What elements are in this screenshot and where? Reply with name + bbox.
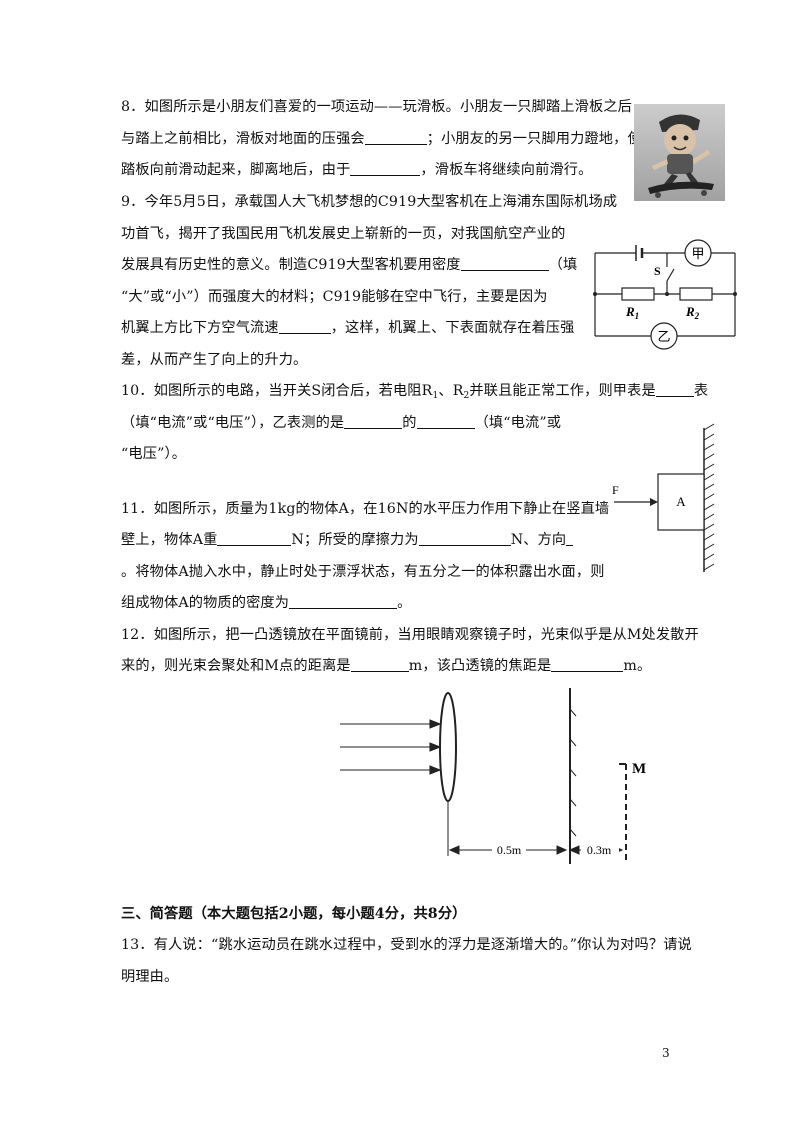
q11-blank-4[interactable] (289, 594, 398, 609)
r2-label: R (685, 304, 695, 319)
q12-text: 来的，则光束会聚处和M点的距离是 (121, 658, 351, 674)
q11-line2: 壁上，物体A重 N；所受的摩擦力为 N、方向 (121, 530, 574, 550)
q8-text: ，滑板车将继续向前滑行。 (420, 162, 593, 178)
section-3-heading: 三、简答题（本大题包括2小题，每小题4分，共8分） (121, 906, 467, 922)
point-m-label: M (632, 761, 646, 777)
q10-blank-2[interactable] (344, 414, 403, 429)
distance-label-2: 0.3m (587, 843, 612, 857)
block-on-wall-diagram: F A (612, 423, 715, 572)
q11-blank-3[interactable] (566, 531, 574, 546)
q9-line3: 发展具有历史性的意义。制造C919大型客机要用密度 （填 (121, 255, 577, 275)
meter-yi-label: 乙 (657, 329, 670, 344)
switch-label: S (654, 264, 661, 278)
convex-lens (439, 692, 457, 802)
q11-text: 组成物体A的物质的密度为 (121, 595, 290, 611)
q11-blank-2[interactable] (418, 531, 511, 546)
q12-text: m。 (623, 658, 652, 674)
q10-text: 、R (438, 383, 464, 399)
q13-line2: 明理由。 (121, 969, 179, 985)
q13-line1: 13．有人说：“跳水运动员在跳水过程中，受到水的浮力是逐渐增大的。”你认为对吗？… (121, 937, 692, 953)
meter-yi-icon (650, 322, 678, 350)
force-label: F (612, 483, 619, 497)
q9-blank-2[interactable] (278, 319, 331, 334)
q12-line2: 来的，则光束会聚处和M点的距离是 m，该凸透镜的焦距是 m。 (121, 656, 651, 676)
q10-text: （填“电流”或 (474, 415, 562, 431)
q11-text: N、方向 (510, 532, 567, 548)
q10-line2: （填“电流”或“电压”），乙表测的是 的 （填“电流”或 (121, 413, 561, 433)
r1-label: R (625, 304, 635, 319)
q10-sub: 2 (463, 391, 470, 401)
q12-text: m，该凸透镜的焦距是 (408, 658, 552, 674)
q10-text: 并联且能正常工作，则甲表是 (469, 383, 656, 399)
q8-blank-2[interactable] (350, 161, 421, 176)
q9-text: ，这样，机翼上、下表面就存在着压强 (330, 320, 575, 336)
r1-sub: 1 (635, 311, 640, 321)
q10-text: 10．如图所示的电路，当开关S闭合后，若电阻R (121, 383, 433, 399)
q9-line5: 机翼上方比下方空气流速 ，这样，机翼上、下表面就存在着压强 (121, 318, 574, 338)
q8-text: 踏板向前滑动起来，脚离地后，由于 (121, 162, 351, 178)
q11-line3: 。将物体A抛入水中，静止时处于漂浮状态，有五分之一的体积露出水面，则 (121, 564, 605, 580)
q11-text: N；所受的摩擦力为 (291, 532, 419, 548)
q8-line1: 8．如图所示是小朋友们喜爱的一项运动——玩滑板。小朋友一只脚踏上滑板之后 (121, 99, 632, 115)
object-a-block (657, 473, 705, 531)
q11-text: 。 (397, 595, 412, 611)
skateboarding-kid-icon (634, 104, 725, 201)
page-number: 3 (662, 1046, 670, 1060)
q10-line1: 10．如图所示的电路，当开关S闭合后，若电阻R1、R2并联且能正常工作，则甲表是… (121, 381, 708, 406)
svg-text:R2: R2 (685, 304, 700, 321)
q9-line2: 功首飞，揭开了我国民用飞机发展史上崭新的一页，对我国航空产业的 (121, 226, 566, 242)
q11-blank-1[interactable] (217, 531, 292, 546)
q10-text: （填“电流”或“电压”），乙表测的是 (121, 415, 345, 431)
q9-text: （填 (548, 257, 578, 273)
q11-text: 壁上，物体A重 (121, 532, 218, 548)
q10-blank-1[interactable] (655, 382, 694, 397)
q8-text: ；小朋友的另一只脚用力蹬地，使 (426, 131, 642, 147)
q10-text: 的 (402, 415, 417, 431)
q8-line2: 与踏上之前相比，滑板对地面的压强会 ；小朋友的另一只脚用力蹬地，使 (121, 129, 642, 149)
circuit-diagram: 甲 乙 S R1 R2 (593, 239, 737, 350)
q9-line6: 差，从而产生了向上的升力。 (121, 352, 308, 368)
q8-blank-1[interactable] (364, 130, 427, 145)
r2-sub: 2 (694, 311, 700, 321)
q12-blank-2[interactable] (551, 657, 624, 672)
q9-text: 机翼上方比下方空气流速 (121, 320, 279, 336)
lens-mirror-diagram: M 0.5m 0.3m (340, 688, 646, 864)
svg-text:R1: R1 (625, 304, 639, 321)
q9-text: 发展具有历史性的意义。制造C919大型客机要用密度 (121, 257, 461, 273)
q12-blank-1[interactable] (350, 657, 409, 672)
object-label: A (676, 494, 686, 509)
meter-jia-icon (684, 239, 712, 267)
q8-text: 与踏上之前相比，滑板对地面的压强会 (121, 131, 365, 147)
q9-blank-1[interactable] (460, 256, 549, 271)
meter-jia-label: 甲 (691, 246, 704, 261)
q10-blank-3[interactable] (416, 414, 475, 429)
q10-sub: 1 (432, 391, 439, 401)
q8-line3: 踏板向前滑动起来，脚离地后，由于 ，滑板车将继续向前滑行。 (121, 160, 592, 180)
q11-line1: 11．如图所示，质量为1kg的物体A，在16N的水平压力作用下静止在竖直墙 (121, 501, 610, 517)
q11-line4: 组成物体A的物质的密度为 。 (121, 593, 411, 613)
q9-line1: 9．今年5月5日，承载国人大飞机梦想的C919大型客机在上海浦东国际机场成 (121, 194, 618, 210)
distance-label-1: 0.5m (497, 843, 522, 857)
q12-line1: 12．如图所示，把一凸透镜放在平面镜前，当用眼睛观察镜子时，光束似乎是从M处发散… (121, 627, 699, 643)
q9-line4: “大”或“小”）而强度大的材料；C919能够在空中飞行，主要是因为 (121, 289, 548, 305)
q10-line3: “电压”）。 (121, 446, 187, 462)
q10-text: 表 (693, 383, 709, 399)
